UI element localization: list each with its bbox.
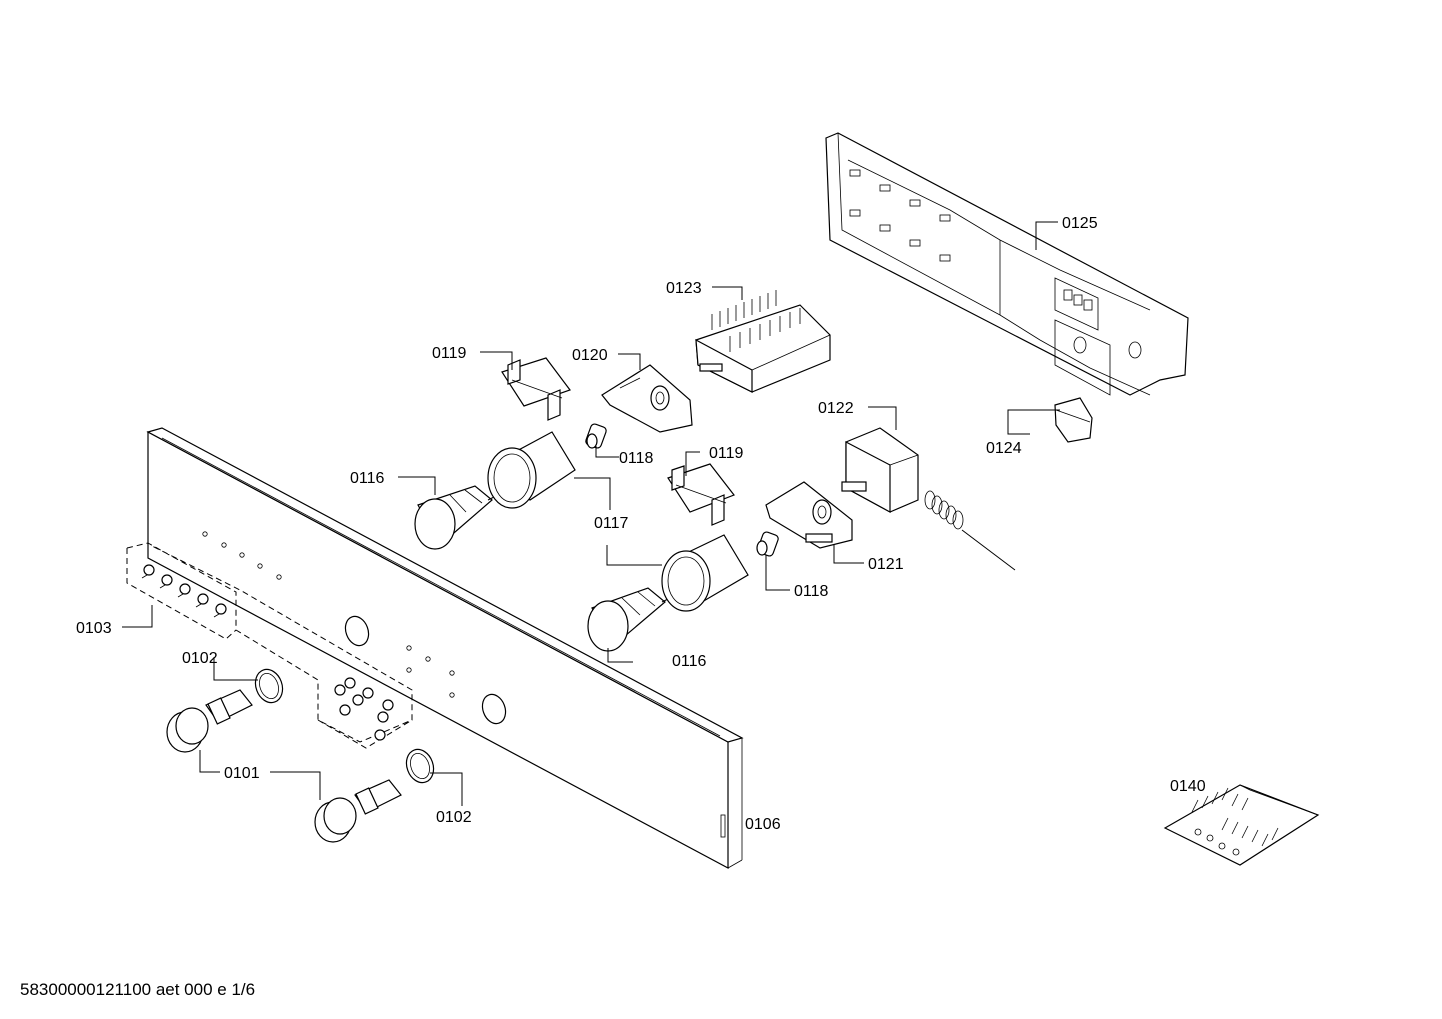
knob-0101-lower bbox=[314, 779, 402, 843]
leader-lines bbox=[122, 221, 1060, 806]
lamp-holder-0118-lower bbox=[756, 531, 779, 557]
label-0121: 0121 bbox=[868, 556, 904, 573]
lamp-holder-0118-upper bbox=[585, 423, 607, 449]
label-0119-lower: 0119 bbox=[709, 445, 744, 462]
label-0124: 0124 bbox=[986, 440, 1022, 457]
label-0140: 0140 bbox=[1170, 778, 1206, 795]
ring-0102-lower bbox=[405, 748, 435, 784]
label-0122: 0122 bbox=[818, 400, 854, 417]
bracket-0120 bbox=[601, 364, 693, 433]
label-0116-lower: 0116 bbox=[672, 653, 707, 670]
control-panel-0106 bbox=[146, 427, 744, 870]
clip-0119-lower bbox=[667, 463, 735, 526]
knob-0101-upper bbox=[166, 689, 253, 753]
label-0123: 0123 bbox=[666, 280, 702, 297]
label-0119-upper: 0119 bbox=[432, 345, 467, 362]
label-0118-lower: 0118 bbox=[794, 583, 829, 600]
label-0118-upper: 0118 bbox=[619, 450, 654, 467]
push-buttons-0103 bbox=[126, 542, 413, 749]
label-0101: 0101 bbox=[224, 765, 260, 782]
label-0116-upper: 0116 bbox=[350, 470, 385, 487]
bracket-0121 bbox=[765, 481, 853, 549]
knob-0116-lower bbox=[587, 587, 669, 652]
clip-0119-upper bbox=[501, 357, 571, 421]
label-0117: 0117 bbox=[594, 515, 629, 532]
label-0125: 0125 bbox=[1062, 215, 1098, 232]
bezel-0117-lower bbox=[661, 534, 749, 612]
bezel-0117-upper bbox=[487, 431, 576, 509]
module-0124 bbox=[1054, 397, 1093, 443]
label-0106: 0106 bbox=[745, 816, 781, 833]
selector-switch-0123 bbox=[695, 290, 831, 393]
screw-bag-0140 bbox=[1163, 784, 1320, 866]
drawing-number-footer: 58300000121100 aet 000 e 1/6 bbox=[20, 980, 256, 999]
ring-0102-upper bbox=[254, 668, 284, 704]
label-0102-lower: 0102 bbox=[436, 809, 472, 826]
label-0103: 0103 bbox=[76, 620, 112, 637]
knob-0116-upper bbox=[414, 485, 495, 550]
label-0120: 0120 bbox=[572, 347, 608, 364]
label-0102-upper: 0102 bbox=[182, 650, 218, 667]
thermostat-0122 bbox=[841, 427, 1016, 571]
electronic-module-0125 bbox=[825, 132, 1189, 396]
part-labels: 0103 0102 0101 0102 0106 0116 0116 0117 … bbox=[76, 215, 1206, 833]
